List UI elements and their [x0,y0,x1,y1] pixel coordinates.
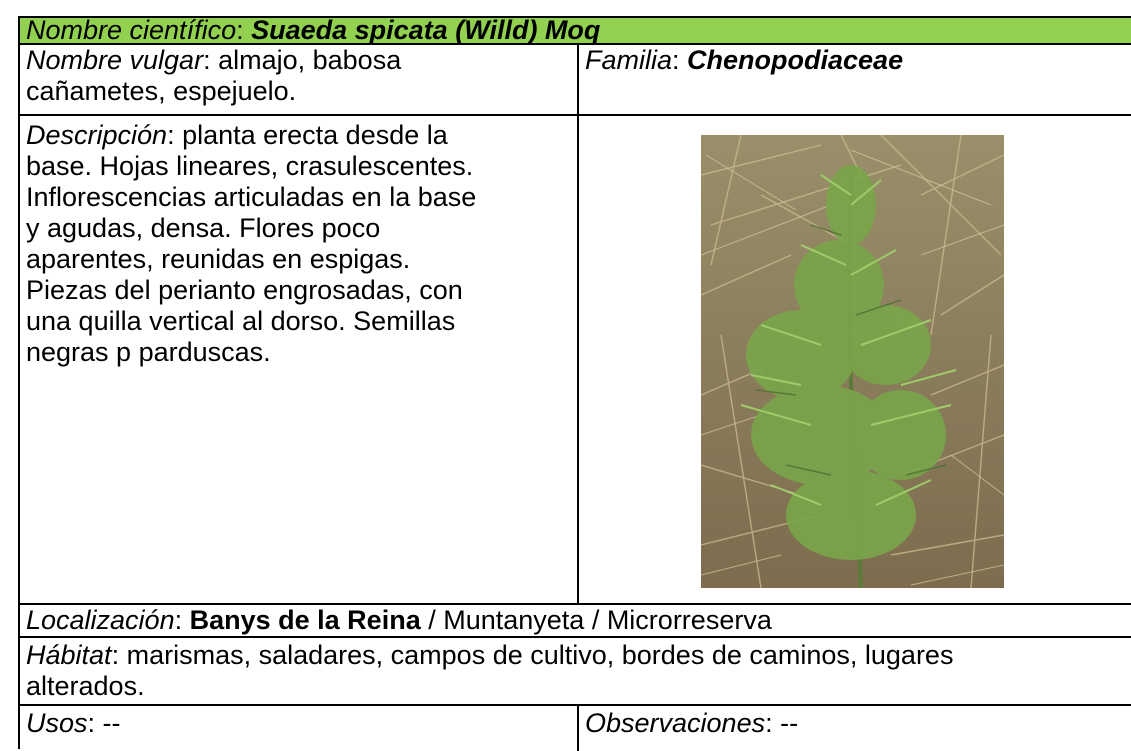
habitat-line2: alterados. [26,671,145,701]
description-line-7: una quilla vertical al dorso. Semillas [26,306,456,336]
location-cell: Localización: Banys de la Reina / Muntan… [26,605,772,635]
observations-value: -- [780,708,799,738]
common-name-line1: almajo, babosa [218,45,402,75]
location-label: Localización [26,605,175,635]
description-cell: Descripción: planta erecta desde la base… [20,116,579,603]
common-name-cell: Nombre vulgar: almajo, babosa cañametes,… [20,45,579,114]
description-line-3: Inflorescencias articuladas en la base [26,182,477,212]
description-line-8: negras p parduscas. [26,337,271,367]
photo-cell [579,116,1131,603]
description-line-2: base. Hojas lineares, crasulescentes. [26,151,474,181]
family-label: Familia [585,45,673,75]
observations-cell: Observaciones: -- [585,708,799,738]
habitat-cell: Hábitat: marismas, saladares, campos de … [20,638,1131,704]
common-name-row: Nombre vulgar: almajo, babosa cañametes,… [20,45,1131,116]
description-row: Descripción: planta erecta desde la base… [20,116,1131,605]
uses-cell: Usos: -- [26,708,121,738]
scientific-name-cell: Nombre científico: Suaeda spicata (Willd… [26,15,601,45]
scientific-name-label: Nombre científico [26,15,237,45]
description-line-1: planta erecta desde la [182,120,448,150]
species-datasheet: Nombre científico: Suaeda spicata (Willd… [18,15,1131,751]
habitat-label: Hábitat [26,640,112,670]
location-rest: / Muntanyeta / Microrreserva [420,605,772,635]
family-name: Chenopodiaceae [687,45,904,75]
common-name-line2: cañametes, espejuelo. [26,76,297,106]
location-row: Localización: Banys de la Reina / Muntan… [20,605,1131,638]
description-line-4: y agudas, densa. Flores poco [26,213,381,243]
scientific-name: Suaeda spicata (Willd) Moq [251,15,601,45]
description-line-6: Piezas del perianto engrosadas, con [26,275,463,305]
description-line-5: aparentes, reunidas en espigas. [26,244,411,274]
uses-value: -- [102,708,121,738]
uses-row: Usos: -- Observaciones: -- [20,706,1131,751]
uses-label: Usos [26,708,88,738]
family-cell: Familia: Chenopodiaceae [585,45,904,75]
description-label: Descripción [26,120,168,150]
plant-photo [701,135,1004,588]
habitat-line1: marismas, saladares, campos de cultivo, … [126,640,954,670]
scientific-name-row: Nombre científico: Suaeda spicata (Willd… [20,15,1131,45]
observations-label: Observaciones [585,708,766,738]
common-name-label: Nombre vulgar [26,45,204,75]
habitat-row: Hábitat: marismas, saladares, campos de … [20,638,1131,706]
location-main: Banys de la Reina [189,605,421,635]
